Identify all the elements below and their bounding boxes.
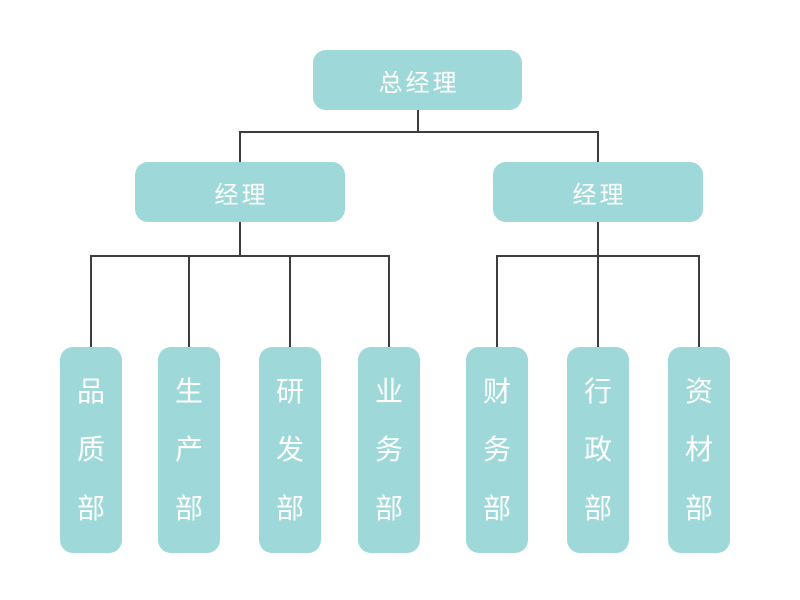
connector-line — [388, 255, 390, 347]
connector-line — [417, 110, 419, 133]
node-dept-business: 业务部 — [358, 347, 420, 553]
node-dept-finance: 财务部 — [466, 347, 528, 553]
connector-line — [597, 222, 599, 256]
connector-line — [496, 255, 498, 347]
connector-line — [597, 255, 599, 347]
connector-line — [239, 131, 599, 133]
connector-line — [698, 255, 700, 347]
node-dept-rnd: 研发部 — [259, 347, 321, 553]
connector-line — [188, 255, 190, 347]
node-general-manager: 总经理 — [313, 50, 522, 110]
node-dept-admin: 行政部 — [567, 347, 629, 553]
connector-line — [289, 255, 291, 347]
node-manager-right: 经理 — [493, 162, 703, 222]
connector-line — [239, 222, 241, 256]
connector-line — [90, 255, 390, 257]
node-dept-quality: 品质部 — [60, 347, 122, 553]
node-dept-materials: 资材部 — [668, 347, 730, 553]
node-manager-left: 经理 — [135, 162, 345, 222]
connector-line — [90, 255, 92, 347]
connector-line — [597, 131, 599, 162]
connector-line — [239, 131, 241, 162]
node-dept-production: 生产部 — [158, 347, 220, 553]
